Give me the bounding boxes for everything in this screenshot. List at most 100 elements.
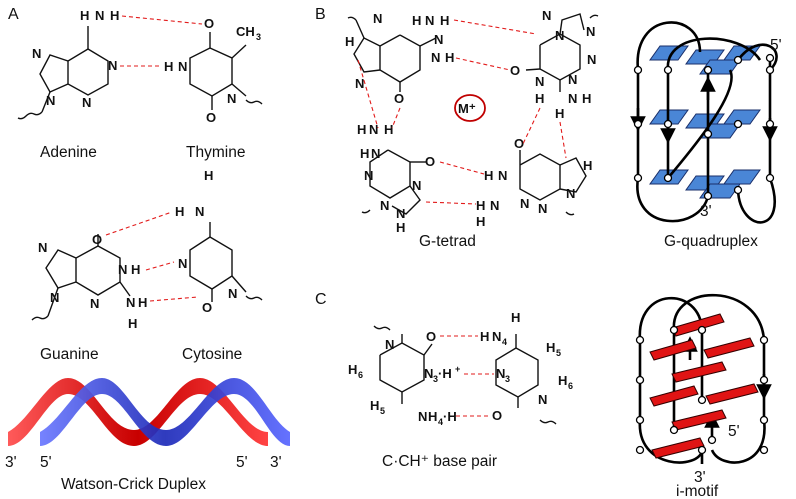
caption-thymine: Thymine — [186, 144, 245, 161]
svg-text:·H: ·H — [443, 409, 457, 424]
svg-text:N: N — [412, 178, 421, 193]
svg-text:5: 5 — [556, 348, 561, 358]
svg-text:H: H — [345, 34, 354, 49]
watson-crick-duplex — [8, 378, 290, 446]
svg-text:N: N — [38, 240, 47, 255]
svg-text:N: N — [371, 146, 380, 161]
svg-text:N: N — [385, 337, 394, 352]
svg-text:H: H — [357, 122, 366, 137]
svg-text:O: O — [492, 408, 502, 423]
svg-text:N: N — [425, 13, 434, 28]
svg-text:N: N — [82, 95, 91, 110]
svg-text:H: H — [396, 220, 405, 235]
metal-ion-label: M⁺ — [458, 101, 476, 116]
svg-text:O: O — [206, 110, 216, 125]
svg-text:N: N — [587, 52, 596, 67]
svg-text:N: N — [520, 196, 529, 211]
svg-text:O: O — [426, 329, 436, 344]
metal-ion: M⁺ — [454, 94, 486, 122]
g-quadruplex-diagram — [630, 21, 778, 224]
svg-text:H: H — [384, 122, 393, 137]
caption-c-pair: C·CH⁺ base pair — [382, 453, 497, 470]
svg-text:N: N — [490, 198, 499, 213]
panel-label-b: B — [315, 6, 326, 23]
svg-text:N: N — [355, 76, 364, 91]
svg-text:H: H — [110, 8, 119, 23]
imotif-end-3: 3' — [694, 469, 706, 486]
svg-text:N: N — [364, 168, 373, 183]
caption-guanine: Guanine — [40, 346, 99, 363]
svg-text:H: H — [484, 168, 493, 183]
svg-text:N: N — [496, 366, 505, 381]
svg-text:N: N — [108, 58, 117, 73]
svg-text:N: N — [555, 28, 564, 43]
svg-text:N: N — [434, 32, 443, 47]
svg-text:N: N — [178, 59, 187, 74]
svg-text:N: N — [118, 262, 127, 277]
svg-text:O: O — [425, 154, 435, 169]
svg-text:O: O — [514, 136, 524, 151]
svg-text:N: N — [568, 72, 577, 87]
caption-i-motif: i-motif — [676, 483, 719, 499]
svg-text:H: H — [204, 168, 213, 183]
svg-text:N: N — [568, 91, 577, 106]
svg-text:O: O — [204, 16, 214, 31]
svg-text:4: 4 — [438, 417, 443, 427]
duplex-end-left-outer: 3' — [5, 454, 17, 471]
svg-text:N: N — [32, 46, 41, 61]
svg-text:O: O — [394, 91, 404, 106]
svg-text:N: N — [373, 11, 382, 26]
svg-text:H: H — [128, 316, 137, 331]
svg-text:H: H — [360, 146, 369, 161]
svg-text:CH: CH — [236, 24, 255, 39]
imotif-end-5: 5' — [728, 423, 740, 440]
panel-label-a: A — [8, 6, 19, 23]
svg-text:H: H — [445, 50, 454, 65]
svg-text:H: H — [476, 214, 485, 229]
svg-text:H: H — [164, 59, 173, 74]
caption-adenine: Adenine — [40, 144, 97, 161]
svg-text:3: 3 — [256, 32, 261, 42]
svg-text:H: H — [558, 373, 567, 388]
svg-text:H: H — [535, 91, 544, 106]
svg-text:N: N — [566, 186, 575, 201]
svg-text:H: H — [428, 409, 437, 424]
svg-text:H: H — [440, 13, 449, 28]
svg-text:N: N — [418, 409, 427, 424]
svg-text:N: N — [535, 74, 544, 89]
svg-text:N: N — [498, 168, 507, 183]
svg-text:N: N — [46, 93, 55, 108]
svg-text:N: N — [538, 392, 547, 407]
svg-text:H: H — [546, 340, 555, 355]
svg-text:H: H — [131, 262, 140, 277]
svg-text:H: H — [555, 106, 564, 121]
svg-text:4: 4 — [502, 337, 507, 347]
svg-text:N: N — [228, 286, 237, 301]
svg-text:H: H — [511, 310, 520, 325]
svg-text:O: O — [202, 300, 212, 315]
svg-text:N: N — [369, 122, 378, 137]
svg-text:3: 3 — [433, 374, 438, 384]
quadruplex-end-3: 3' — [700, 203, 712, 220]
svg-text:5: 5 — [380, 406, 385, 416]
duplex-end-right-outer: 3' — [270, 454, 282, 471]
svg-text:H: H — [175, 204, 184, 219]
svg-text:N: N — [492, 329, 501, 344]
svg-text:H: H — [582, 91, 591, 106]
svg-text:3: 3 — [505, 374, 510, 384]
svg-text:N: N — [586, 24, 595, 39]
duplex-end-right-inner: 5' — [236, 454, 248, 471]
duplex-end-left-inner: 5' — [40, 454, 52, 471]
svg-text:N: N — [424, 366, 433, 381]
svg-text:N: N — [396, 206, 405, 221]
svg-text:6: 6 — [358, 370, 363, 380]
svg-text:H: H — [80, 8, 89, 23]
caption-g-tetrad: G-tetrad — [419, 233, 476, 250]
svg-text:H: H — [348, 362, 357, 377]
svg-text:N: N — [227, 91, 236, 106]
svg-text:N: N — [195, 204, 204, 219]
